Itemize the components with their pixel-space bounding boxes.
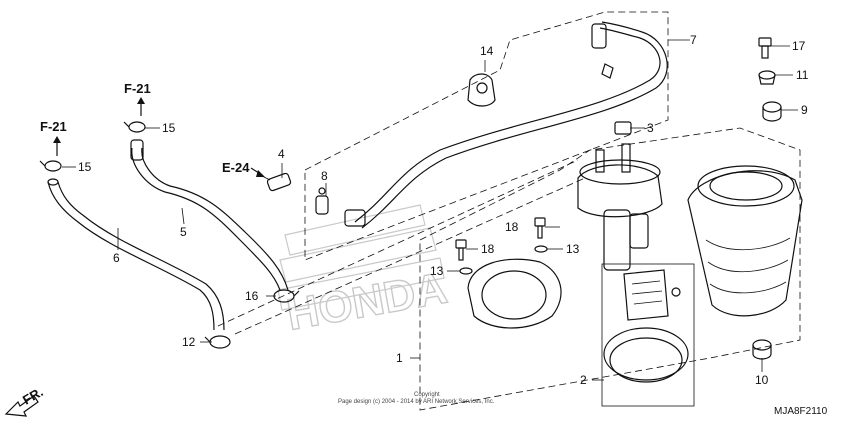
washer-13-right[interactable]	[534, 245, 548, 253]
callout-18-left[interactable]: 18	[481, 242, 495, 256]
fuel-filter-housing[interactable]	[687, 165, 803, 317]
callout-15-upper[interactable]: 15	[162, 121, 176, 135]
callout-3[interactable]: 3	[647, 121, 654, 135]
fitting-8[interactable]	[315, 187, 329, 215]
ref-e24[interactable]: E-24	[222, 160, 250, 175]
clamp-15-lower[interactable]	[39, 160, 62, 172]
grommet-9[interactable]	[762, 101, 782, 122]
assembly-outline-7	[304, 11, 669, 261]
mount-plate[interactable]	[467, 258, 562, 329]
seal-plate-2[interactable]	[623, 269, 681, 321]
leader-lines	[62, 39, 798, 381]
front-label: FR.	[20, 384, 46, 407]
tube-5[interactable]	[130, 139, 289, 291]
cushion-10[interactable]	[752, 339, 772, 360]
arrow-right-icon	[250, 167, 265, 177]
copyright-line2: Page design (c) 2004 - 2014 by ARI Netwo…	[338, 399, 495, 405]
ref-f21-upper[interactable]: F-21	[124, 81, 151, 96]
ref-f21-lower[interactable]: F-21	[40, 119, 67, 134]
callout-16[interactable]: 16	[245, 289, 259, 303]
callout-1[interactable]: 1	[396, 351, 403, 365]
tube-6[interactable]	[47, 178, 225, 331]
clip-14[interactable]	[467, 73, 496, 107]
arrow-up-icon	[53, 136, 61, 156]
callout-8[interactable]: 8	[321, 169, 328, 183]
callout-4[interactable]: 4	[278, 147, 285, 161]
fitting-4[interactable]	[266, 172, 292, 192]
assembly-outline-1	[217, 127, 801, 411]
callout-6[interactable]: 6	[113, 251, 120, 265]
callout-9[interactable]: 9	[801, 103, 808, 117]
bolt-18-left[interactable]	[455, 239, 467, 261]
washer-13-left[interactable]	[459, 267, 473, 275]
callout-11[interactable]: 11	[796, 68, 809, 82]
callout-15-lower[interactable]: 15	[78, 160, 92, 174]
fuel-line-7[interactable]	[344, 21, 668, 229]
arrow-up-icon	[137, 97, 145, 116]
callout-2[interactable]: 2	[580, 373, 587, 387]
fuel-pump-unit[interactable]	[577, 143, 663, 271]
callout-13-right[interactable]: 13	[566, 242, 580, 256]
callout-12[interactable]: 12	[182, 335, 196, 349]
callout-18-right[interactable]: 18	[505, 220, 519, 234]
bolt-17[interactable]	[758, 37, 772, 59]
callout-5[interactable]: 5	[180, 225, 187, 239]
bolt-18-right[interactable]	[534, 217, 546, 239]
diagram-code: MJA8F2110	[774, 406, 828, 417]
clamp-15-upper[interactable]	[123, 121, 146, 133]
callout-13-left[interactable]: 13	[430, 264, 444, 278]
copyright-line1: Copyright	[414, 392, 440, 398]
callout-10[interactable]: 10	[755, 373, 769, 387]
gasket-kit-box	[601, 263, 695, 407]
front-direction-arrow-icon	[4, 395, 39, 417]
callout-14[interactable]: 14	[480, 44, 494, 58]
connector-3[interactable]	[601, 63, 632, 135]
callout-17[interactable]: 17	[792, 39, 806, 53]
collar-11[interactable]	[758, 70, 776, 85]
o-ring-2[interactable]	[603, 327, 689, 383]
callout-7[interactable]: 7	[690, 33, 697, 47]
